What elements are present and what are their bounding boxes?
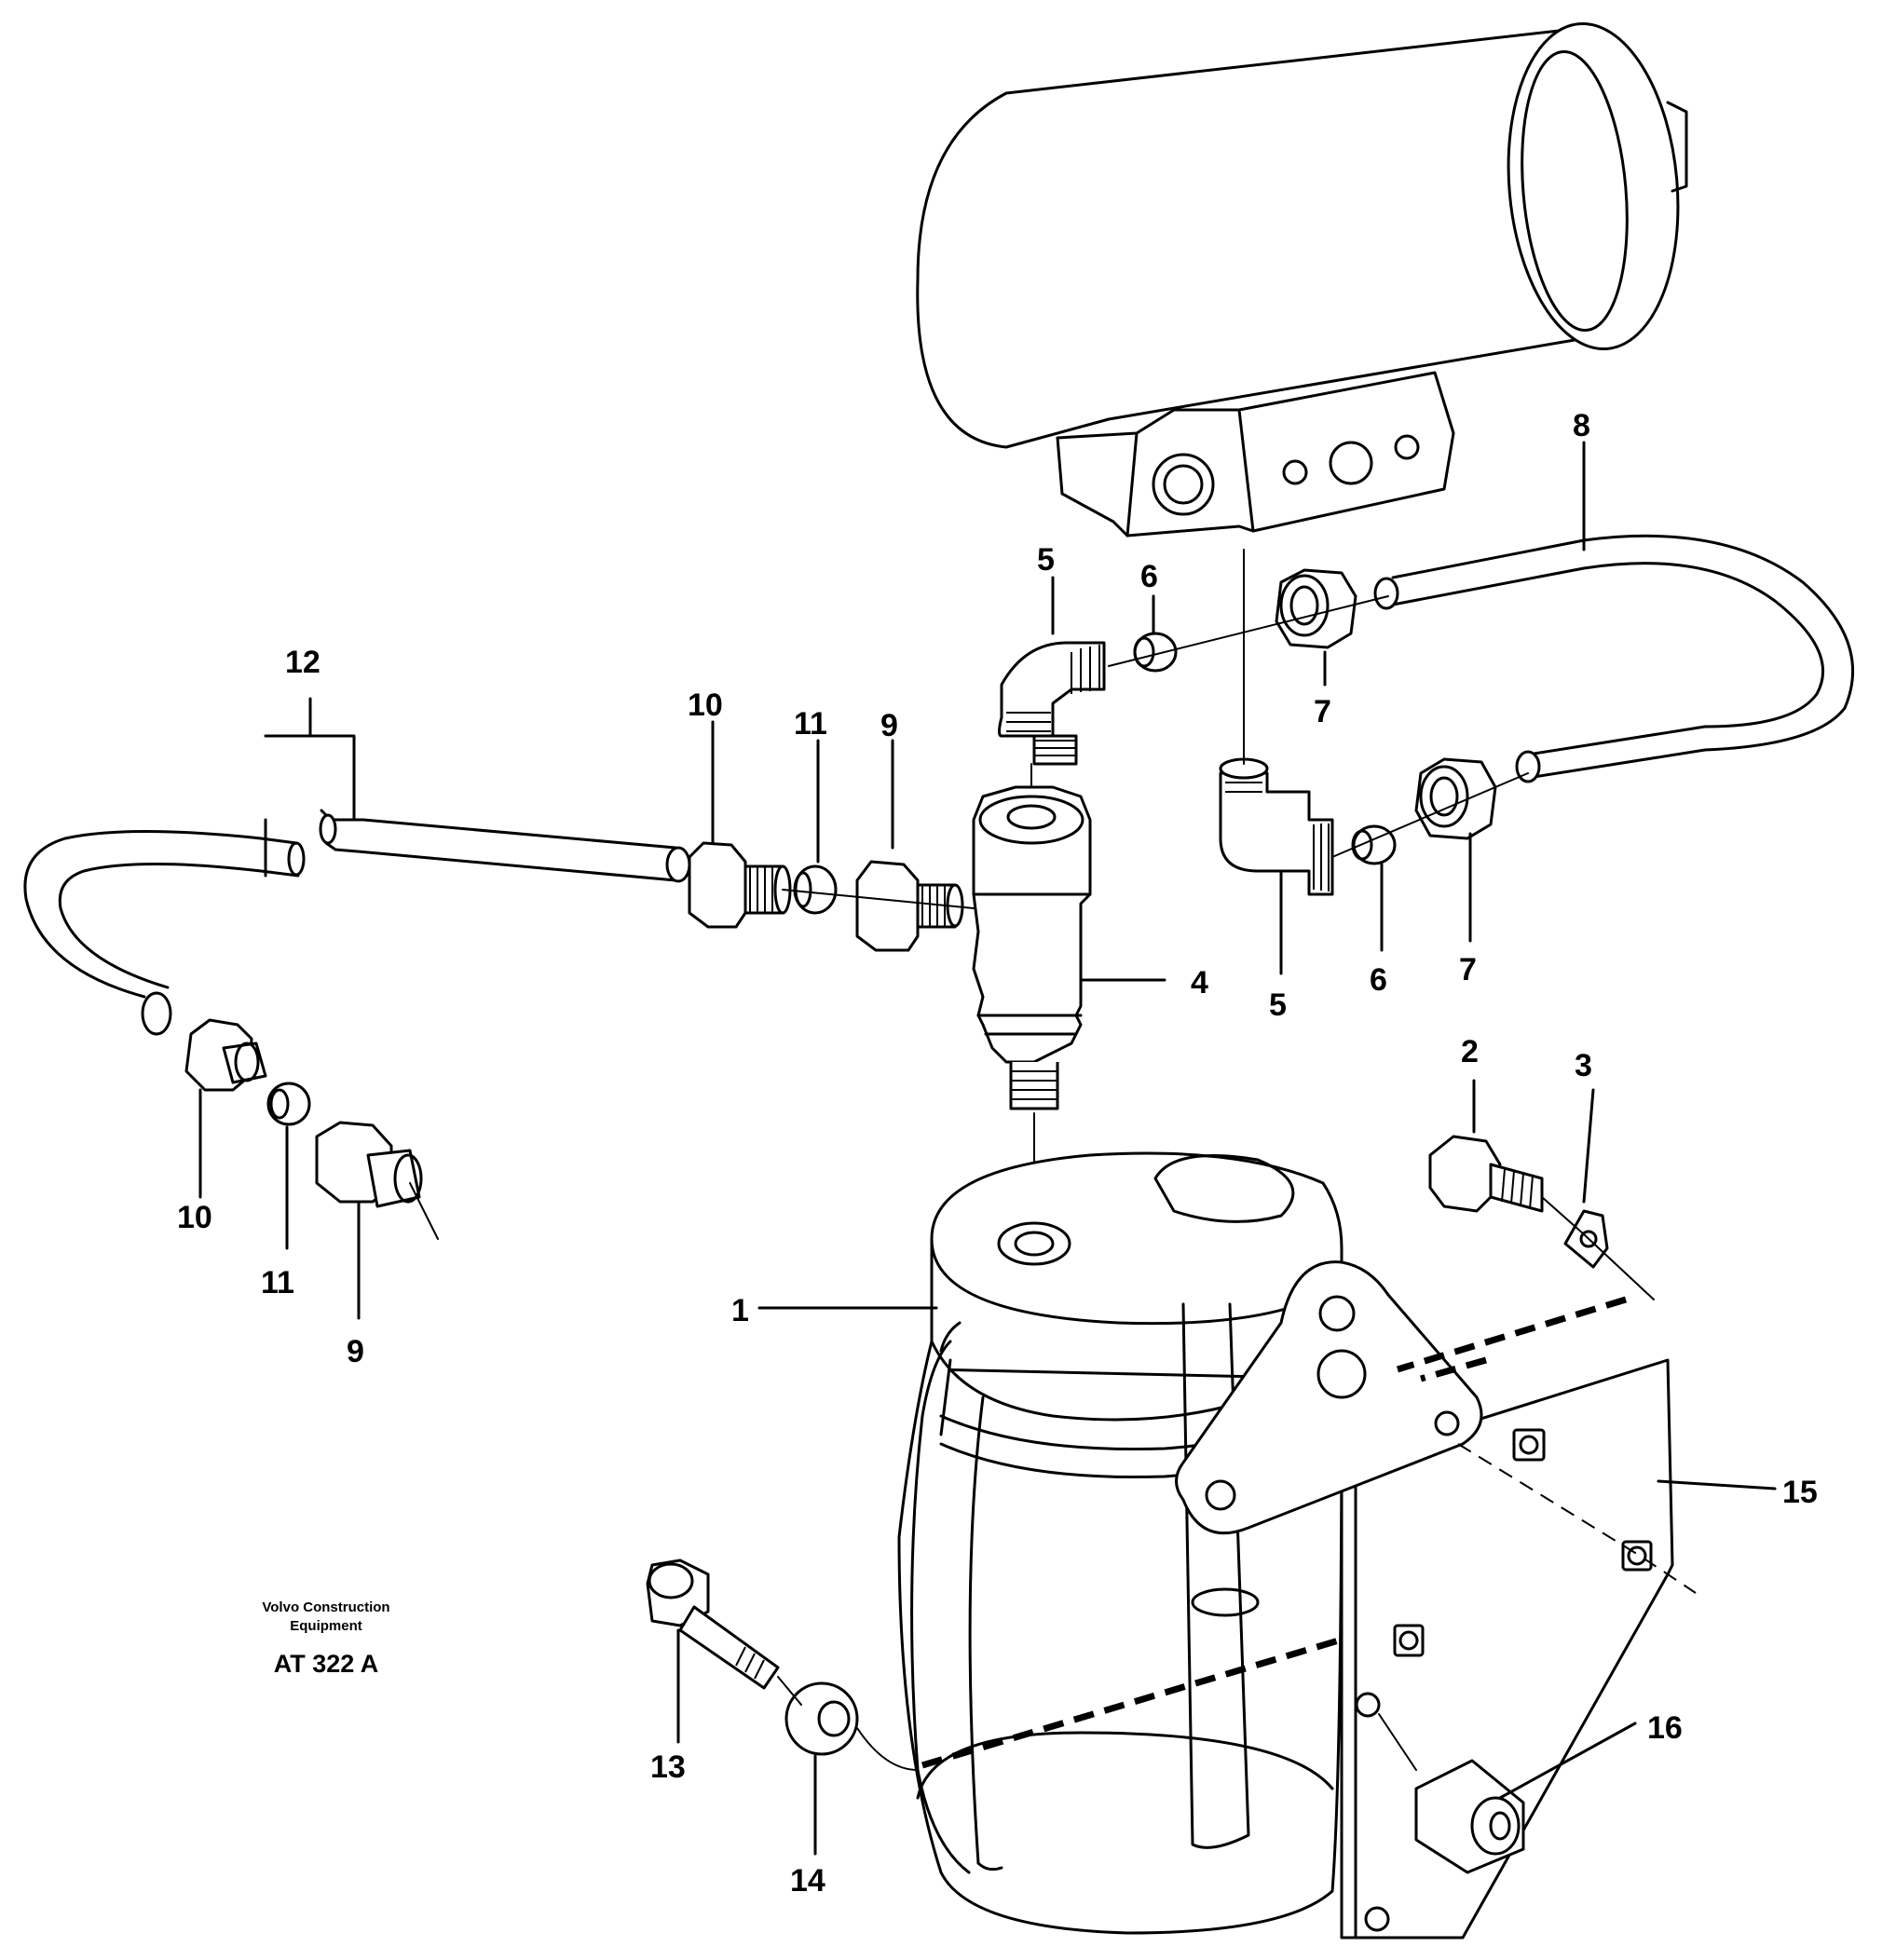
callout-6-upper: 6 xyxy=(1140,559,1158,594)
mounting-plate xyxy=(1175,1260,1483,1535)
callout-4: 4 xyxy=(1191,965,1208,1000)
dryer-bowl-1 xyxy=(897,1151,1344,1935)
union-9-centre xyxy=(855,860,964,952)
nut-7-lower xyxy=(1414,757,1497,840)
nut-7-upper xyxy=(1275,568,1357,649)
callout-11-left: 11 xyxy=(261,1265,294,1300)
bolt-axis-line xyxy=(1541,1196,1655,1300)
centre-axis-line xyxy=(782,889,975,909)
callout-9-centre: 9 xyxy=(880,708,898,743)
callout-10-centre: 10 xyxy=(688,687,723,723)
callout-6-lower: 6 xyxy=(1370,962,1387,998)
callout-15: 15 xyxy=(1782,1475,1818,1510)
bolt-2 xyxy=(1428,1135,1544,1213)
callout-10-left: 10 xyxy=(177,1200,212,1235)
pipe-12 xyxy=(23,734,691,1036)
ring-11-centre xyxy=(793,864,838,915)
pipe-8 xyxy=(1373,534,1855,783)
lower-bolt-axis xyxy=(777,1676,919,1771)
caption-line-1: Volvo Construction xyxy=(262,1599,389,1615)
callout-1: 1 xyxy=(731,1293,749,1328)
spacer-axis xyxy=(1378,1713,1417,1771)
callout-12: 12 xyxy=(285,645,321,680)
callout-16: 16 xyxy=(1647,1710,1683,1746)
callout-7-lower: 7 xyxy=(1459,952,1477,987)
leader-lines xyxy=(198,441,1777,1856)
callout-8: 8 xyxy=(1573,408,1590,443)
callout-13: 13 xyxy=(650,1749,686,1785)
mount-dash-lower xyxy=(921,1636,1344,1769)
lower-axis-line xyxy=(1331,772,1529,858)
spacer-16 xyxy=(1414,1759,1525,1874)
valve-4 xyxy=(972,734,1092,1110)
upper-axis-line xyxy=(1108,595,1389,667)
ring-11-left xyxy=(266,1082,311,1126)
cage-nut xyxy=(1393,1624,1425,1657)
callout-14: 14 xyxy=(790,1863,825,1899)
bolt-13 xyxy=(646,1558,780,1690)
ring-6-upper xyxy=(1133,632,1178,673)
elbow-fitting-5-upper xyxy=(998,641,1106,738)
washer-3 xyxy=(1563,1209,1609,1269)
union-9-left xyxy=(315,1121,423,1208)
elbow-fitting-5-lower xyxy=(1219,757,1334,896)
callout-5-upper: 5 xyxy=(1037,542,1055,578)
caption-line-2: Equipment xyxy=(290,1618,362,1634)
callout-11-centre: 11 xyxy=(794,706,827,742)
cage-nut xyxy=(1512,1428,1546,1462)
mount-dash-upper xyxy=(1396,1296,1628,1382)
callout-3: 3 xyxy=(1575,1048,1592,1083)
nut-10-centre xyxy=(688,841,792,929)
nut-10-left xyxy=(184,1018,267,1092)
callout-2: 2 xyxy=(1461,1034,1479,1069)
left-axis-line xyxy=(409,1182,439,1240)
callout-9-left: 9 xyxy=(347,1334,364,1369)
cage-nut xyxy=(1621,1540,1653,1572)
drawing-code: AT 322 A xyxy=(274,1650,379,1678)
callout-7-upper: 7 xyxy=(1314,694,1331,729)
washer-14 xyxy=(784,1681,859,1756)
air-tank xyxy=(916,21,1688,538)
callout-5-lower: 5 xyxy=(1269,987,1287,1023)
